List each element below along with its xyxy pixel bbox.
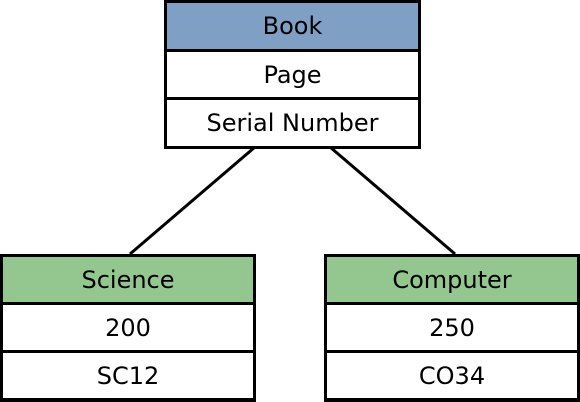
book-title: Book: [167, 3, 418, 49]
connector-book-computer: [329, 145, 456, 256]
book-attribute-serial-number: Serial Number: [167, 100, 418, 147]
connector-book-science: [129, 145, 256, 256]
science-class-box: Science 200 SC12: [0, 254, 256, 402]
computer-page-value: 250: [327, 305, 577, 350]
computer-serial-value: CO34: [327, 353, 577, 398]
computer-class-box: Computer 250 CO34: [324, 254, 580, 402]
book-attribute-page: Page: [167, 51, 418, 98]
book-class-box: Book Page Serial Number: [164, 0, 421, 149]
computer-title: Computer: [327, 257, 577, 302]
science-page-value: 200: [3, 305, 253, 350]
science-title: Science: [3, 257, 253, 302]
science-serial-value: SC12: [3, 353, 253, 398]
